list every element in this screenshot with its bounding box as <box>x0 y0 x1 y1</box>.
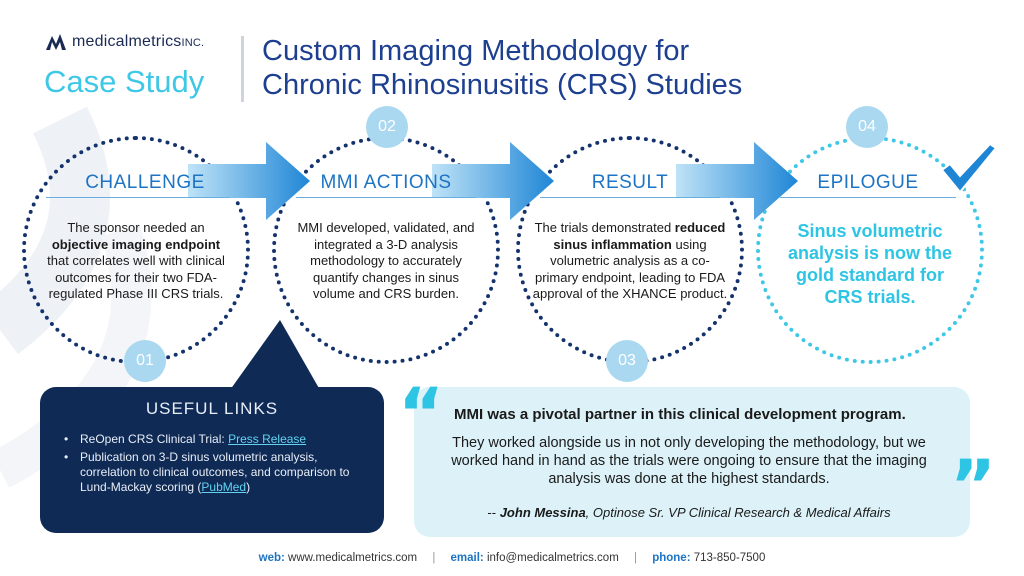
pubmed-link[interactable]: PubMed <box>201 480 247 494</box>
useful-links-title: USEFUL LINKS <box>145 399 279 418</box>
page-title: Custom Imaging Methodology for Chronic R… <box>262 35 743 101</box>
arrow-right-icon <box>188 142 310 220</box>
company-logo: medicalmetricsINC. <box>44 30 204 54</box>
stage-number-badge: 01 <box>124 340 166 382</box>
stage-number-badge: 02 <box>366 106 408 148</box>
arrow-right-icon <box>432 142 554 220</box>
testimonial-attribution: -- John Messina, Optinose Sr. VP Clinica… <box>487 505 891 520</box>
open-quote-icon: “ <box>398 373 445 455</box>
heading-underline <box>46 197 230 198</box>
links-pointer <box>230 320 320 390</box>
arrow-right-icon <box>676 142 798 220</box>
testimonial-body: They worked alongside us in not only dev… <box>451 435 927 487</box>
website-link[interactable]: www.medicalmetrics.com <box>288 552 418 564</box>
result-heading: RESULT <box>591 172 669 193</box>
challenge-text: The sponsor needed an objective imaging … <box>47 220 225 301</box>
phone-number: 713-850-7500 <box>693 552 766 564</box>
list-item: Publication on 3-D sinus volumetric anal… <box>62 450 374 495</box>
heading-underline <box>296 197 476 198</box>
epilogue-text: Sinus volumetric analysis is now the gol… <box>787 221 953 307</box>
mmi-actions-heading: MMI ACTIONS <box>320 172 452 193</box>
press-release-link[interactable]: Press Release <box>228 432 307 446</box>
heading-underline <box>780 197 956 198</box>
close-quote-icon: ” <box>950 445 997 527</box>
header-divider <box>241 36 244 102</box>
stage-number-badge: 04 <box>846 106 888 148</box>
useful-links-list: ReOpen CRS Clinical Trial: Press Release… <box>62 432 374 498</box>
result-text: The trials demonstrated reduced sinus in… <box>532 220 728 301</box>
case-study-label: Case Study <box>44 64 205 99</box>
testimonial-panel <box>414 387 970 537</box>
testimonial-lead: MMI was a pivotal partner in this clinic… <box>454 406 906 423</box>
logo-text: medicalmetricsINC. <box>72 33 205 50</box>
mmi-actions-text: MMI developed, validated, and integrated… <box>297 220 475 301</box>
contact-footer: web: www.medicalmetrics.com | email: inf… <box>258 552 766 564</box>
challenge-heading: CHALLENGE <box>85 172 205 193</box>
useful-links-panel: USEFUL LINKS ReOpen CRS Clinical Trial: … <box>40 387 384 533</box>
heading-underline <box>540 197 720 198</box>
list-item: ReOpen CRS Clinical Trial: Press Release <box>62 432 374 447</box>
checkmark-icon <box>940 142 998 194</box>
email-link[interactable]: info@medicalmetrics.com <box>486 552 619 564</box>
medicalmetrics-logo-icon <box>46 34 66 50</box>
stage-number-badge: 03 <box>606 340 648 382</box>
epilogue-heading: EPILOGUE <box>817 172 919 193</box>
